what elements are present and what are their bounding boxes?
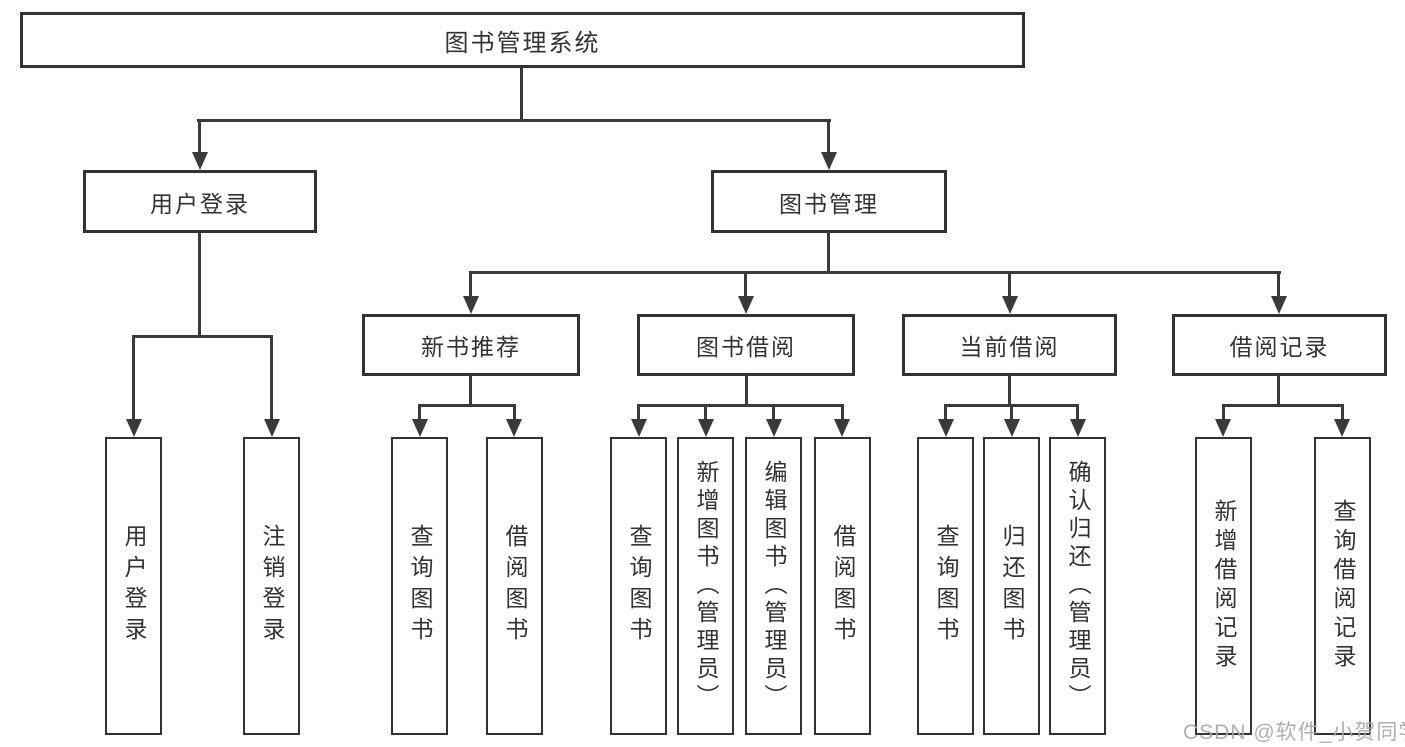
arrow-down-icon — [738, 296, 754, 314]
connector-line — [827, 119, 830, 154]
connector-line — [744, 271, 747, 298]
leaf-logout: 注销登录 — [243, 437, 300, 735]
connector-line — [1277, 271, 1280, 298]
node-label: 用户登录 — [150, 190, 250, 217]
arrow-down-icon — [631, 419, 647, 437]
node-label: 新书推荐 — [421, 334, 521, 360]
csdn-watermark: CSDN @软件_小贺同学 — [1183, 721, 1405, 744]
connector-line — [418, 404, 421, 421]
leaf-label: 查询图书 — [626, 524, 652, 648]
connector-line — [745, 375, 748, 406]
connector-line — [469, 375, 472, 406]
leaf-borrow-books: 借阅图书 — [814, 437, 871, 735]
arrow-down-icon — [821, 152, 837, 170]
connector-line — [1010, 404, 1013, 421]
connector-line — [827, 232, 830, 273]
leaf-query-books-current: 查询图书 — [917, 437, 974, 735]
connector-line — [704, 404, 707, 421]
arrow-down-icon — [1002, 296, 1018, 314]
leaf-label: 借阅图书 — [502, 524, 528, 648]
node-user-login: 用户登录 — [83, 170, 317, 233]
node-label: 当前借阅 — [959, 334, 1060, 360]
leaf-user-login: 用户登录 — [105, 437, 162, 735]
node-book-borrowing: 图书借阅 — [637, 314, 855, 376]
leaf-return-books: 归还图书 — [983, 437, 1040, 735]
connector-line — [270, 335, 273, 421]
leaf-borrow-books-recommend: 借阅图书 — [486, 437, 543, 735]
leaf-add-borrow-record: 新增借阅记录 — [1195, 437, 1252, 735]
leaf-label: 用户登录 — [121, 524, 147, 648]
leaf-confirm-return-admin: 确认归还（管理员） — [1049, 437, 1106, 735]
leaf-edit-books-admin: 编辑图书（管理员） — [745, 437, 802, 735]
connector-line — [1008, 271, 1011, 298]
arrow-down-icon — [938, 419, 954, 437]
connector-line — [469, 271, 472, 298]
arrow-down-icon — [834, 419, 850, 437]
arrow-down-icon — [463, 296, 479, 314]
connector-line — [1222, 404, 1344, 407]
connector-line — [637, 404, 844, 407]
arrow-down-icon — [1271, 296, 1287, 314]
connector-line — [469, 271, 1281, 274]
arrow-down-icon — [192, 152, 208, 170]
leaf-label: 确认归还（管理员） — [1065, 460, 1091, 712]
leaf-query-borrow-record: 查询借阅记录 — [1314, 437, 1371, 735]
connector-line — [520, 68, 523, 121]
connector-line — [197, 119, 831, 122]
connector-line — [1277, 375, 1280, 406]
connector-line — [1222, 404, 1225, 421]
connector-line — [841, 404, 844, 421]
node-label: 图书管理 — [779, 190, 879, 217]
leaf-query-books-borrowing: 查询图书 — [610, 437, 667, 735]
node-book-management: 图书管理 — [711, 170, 947, 233]
connector-line — [1008, 375, 1011, 406]
connector-line — [132, 335, 273, 338]
arrow-down-icon — [506, 419, 522, 437]
connector-line — [198, 233, 201, 337]
leaf-label: 查询图书 — [933, 524, 959, 648]
arrow-down-icon — [1004, 419, 1020, 437]
arrow-down-icon — [1215, 419, 1231, 437]
arrow-down-icon — [1334, 419, 1350, 437]
leaf-label: 新增图书（管理员） — [693, 460, 719, 712]
leaf-label: 归还图书 — [999, 524, 1025, 648]
node-library-management-system: 图书管理系统 — [20, 12, 1025, 68]
leaf-label: 编辑图书（管理员） — [761, 460, 787, 712]
arrow-down-icon — [1070, 419, 1086, 437]
leaf-label: 查询图书 — [407, 524, 433, 648]
connector-line — [637, 404, 640, 421]
connector-line — [944, 404, 947, 421]
connector-line — [418, 404, 516, 407]
connector-line — [1076, 404, 1079, 421]
arrow-down-icon — [766, 419, 782, 437]
leaf-label: 借阅图书 — [830, 524, 856, 648]
node-label: 图书管理系统 — [444, 29, 601, 57]
connector-line — [513, 404, 516, 421]
connector-line — [198, 119, 201, 154]
leaf-label: 新增借阅记录 — [1211, 499, 1237, 673]
arrow-down-icon — [264, 419, 280, 437]
node-current-borrowing: 当前借阅 — [902, 314, 1117, 376]
connector-line — [132, 335, 135, 421]
node-new-book-recommend: 新书推荐 — [362, 314, 580, 376]
arrow-down-icon — [698, 419, 714, 437]
arrow-down-icon — [126, 419, 142, 437]
node-label: 图书借阅 — [696, 334, 796, 360]
leaf-query-books-recommend: 查询图书 — [391, 437, 448, 735]
leaf-label: 查询借阅记录 — [1330, 499, 1356, 673]
connector-line — [1341, 404, 1344, 421]
arrow-down-icon — [412, 419, 428, 437]
node-label: 借阅记录 — [1229, 334, 1330, 360]
connector-line — [772, 404, 775, 421]
leaf-add-books-admin: 新增图书（管理员） — [677, 437, 734, 735]
node-borrow-records: 借阅记录 — [1172, 314, 1387, 376]
leaf-label: 注销登录 — [259, 524, 285, 648]
